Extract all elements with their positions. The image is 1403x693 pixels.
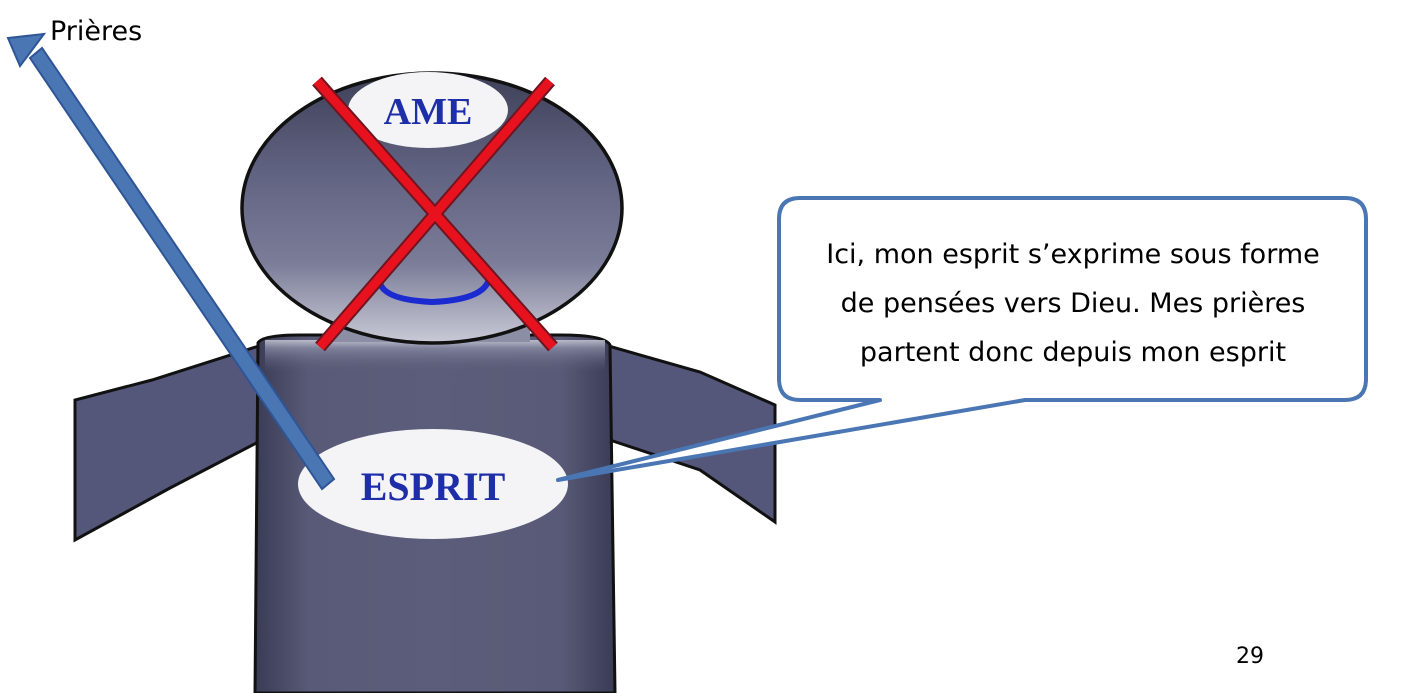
spirit-label-bubble: [298, 429, 568, 539]
callout-line-2: de pensées vers Dieu. Mes prières: [841, 288, 1306, 319]
spirit-label: ESPRIT: [361, 464, 506, 509]
x-mark-icon: [312, 76, 558, 352]
callout-line-1: Ici, mon esprit s’exprime sous forme: [826, 239, 1320, 270]
callout-bubble: [556, 196, 1368, 482]
soul-label-bubble: [348, 72, 508, 148]
arrow-head: [6, 32, 47, 68]
page-number: 29: [1236, 644, 1264, 669]
arrow-up-left-icon: [6, 32, 336, 491]
shoulder-shine: [265, 340, 605, 372]
smile: [377, 279, 491, 306]
prayers-label: Prières: [50, 16, 142, 47]
left-arm: [73, 342, 264, 543]
soul-label: AME: [384, 91, 473, 133]
spirit-label-group: ESPRIT: [298, 429, 568, 539]
callout-line-3: partent donc depuis mon esprit: [860, 337, 1286, 368]
arrow-shaft: [28, 46, 336, 491]
callout: Ici, mon esprit s’exprime sous forme de …: [556, 196, 1368, 482]
